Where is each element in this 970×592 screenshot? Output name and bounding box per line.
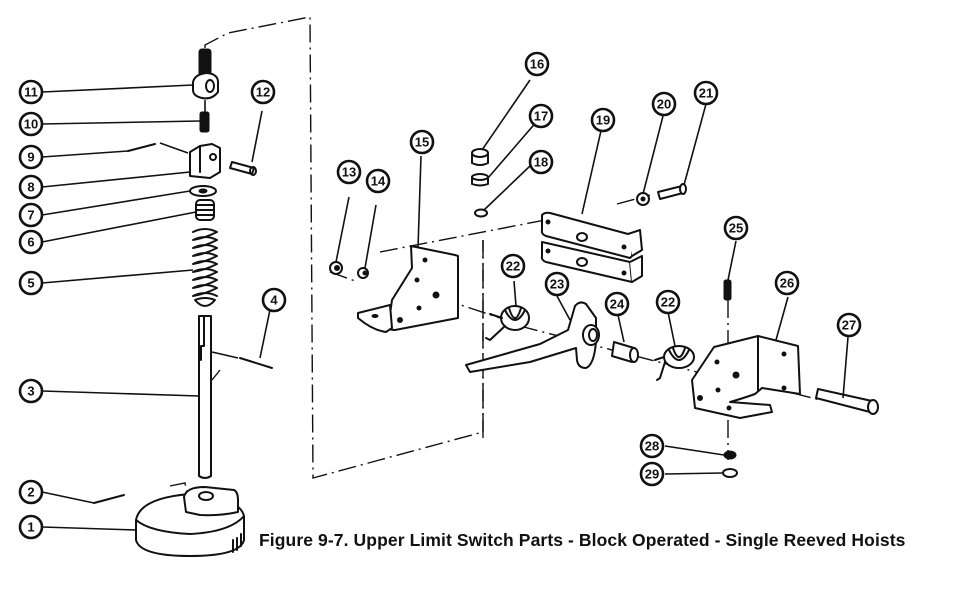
callout-27: 27 [836, 312, 862, 338]
svg-text:25: 25 [729, 221, 743, 236]
part-limit-switch [540, 211, 643, 283]
part-screw-21 [657, 183, 687, 200]
callout-3: 3 [18, 378, 44, 404]
part-lock-washer-14 [357, 267, 369, 279]
part-torsion-spring-left [485, 305, 530, 341]
svg-text:24: 24 [610, 297, 625, 312]
svg-text:7: 7 [27, 208, 34, 223]
callout-9: 9 [18, 144, 44, 170]
callout-20: 20 [651, 91, 677, 117]
svg-text:20: 20 [657, 97, 671, 112]
svg-text:12: 12 [256, 85, 270, 100]
part-nut [329, 261, 343, 275]
callout-12: 12 [250, 79, 276, 105]
svg-text:22: 22 [661, 295, 675, 310]
callout-10: 10 [18, 111, 44, 137]
svg-text:4: 4 [270, 293, 278, 308]
callout-22b: 22 [655, 289, 681, 315]
callout-7: 7 [18, 202, 44, 228]
callout-22a: 22 [500, 253, 526, 279]
part-nut-29 [722, 468, 738, 478]
part-mounting-bracket [357, 245, 459, 333]
svg-text:21: 21 [699, 86, 713, 101]
callout-13: 13 [336, 159, 362, 185]
part-base-weight [135, 486, 245, 557]
svg-text:16: 16 [530, 57, 544, 72]
callout-11: 11 [18, 79, 44, 105]
svg-text:6: 6 [27, 235, 34, 250]
part-hex-nut [471, 148, 489, 166]
part-clevis-pin [229, 161, 257, 176]
part-spacer [611, 341, 639, 363]
callout-1: 1 [18, 514, 44, 540]
callout-2: 2 [18, 479, 44, 505]
svg-text:8: 8 [27, 180, 34, 195]
part-clevis [189, 143, 221, 179]
callout-21: 21 [693, 80, 719, 106]
callout-6: 6 [18, 229, 44, 255]
part-lock-washer-28 [723, 450, 737, 460]
part-compression-spring [192, 228, 218, 307]
callout-16: 16 [524, 51, 550, 77]
svg-text:19: 19 [596, 113, 610, 128]
svg-text:22: 22 [506, 259, 520, 274]
svg-text:17: 17 [534, 109, 548, 124]
callout-8: 8 [18, 174, 44, 200]
callout-15: 15 [409, 129, 435, 155]
part-switch-bracket [691, 335, 801, 419]
leader-lines [41, 79, 849, 531]
svg-text:14: 14 [371, 174, 386, 189]
callout-19: 19 [590, 107, 616, 133]
part-lock-washer-18 [474, 208, 488, 218]
callout-26: 26 [774, 270, 800, 296]
svg-text:15: 15 [415, 135, 429, 150]
part-set-screw [199, 111, 210, 133]
callout-5: 5 [18, 270, 44, 296]
svg-text:29: 29 [645, 467, 659, 482]
part-cotter-pin [127, 143, 156, 152]
svg-text:11: 11 [24, 85, 38, 100]
svg-text:26: 26 [780, 276, 794, 291]
callout-28: 28 [639, 433, 665, 459]
svg-text:10: 10 [24, 117, 38, 132]
svg-text:5: 5 [27, 276, 34, 291]
callout-18: 18 [528, 149, 554, 175]
part-torsion-spring-right [654, 345, 695, 381]
svg-text:23: 23 [550, 277, 564, 292]
svg-text:27: 27 [842, 318, 856, 333]
part-set-pin [93, 494, 125, 504]
part-eye-bolt [192, 48, 220, 100]
svg-text:2: 2 [27, 485, 34, 500]
svg-text:1: 1 [27, 520, 34, 535]
callout-14: 14 [365, 168, 391, 194]
svg-text:13: 13 [342, 165, 356, 180]
svg-text:9: 9 [27, 150, 34, 165]
part-roll-pin [239, 357, 273, 369]
svg-text:18: 18 [534, 155, 548, 170]
svg-text:3: 3 [27, 384, 34, 399]
callout-24: 24 [604, 291, 630, 317]
part-small-spring [195, 199, 215, 221]
callout-17: 17 [528, 103, 554, 129]
part-lever [465, 301, 600, 373]
part-screw-25 [723, 279, 732, 301]
callout-29: 29 [639, 461, 665, 487]
part-shaft [198, 315, 212, 479]
figure-caption: Figure 9-7. Upper Limit Switch Parts - B… [259, 530, 906, 550]
part-pivot-bolt [815, 388, 879, 415]
svg-text:28: 28 [645, 439, 659, 454]
callout-23: 23 [544, 271, 570, 297]
part-jam-nut [471, 173, 489, 187]
callout-25: 25 [723, 215, 749, 241]
callout-4: 4 [261, 287, 287, 313]
